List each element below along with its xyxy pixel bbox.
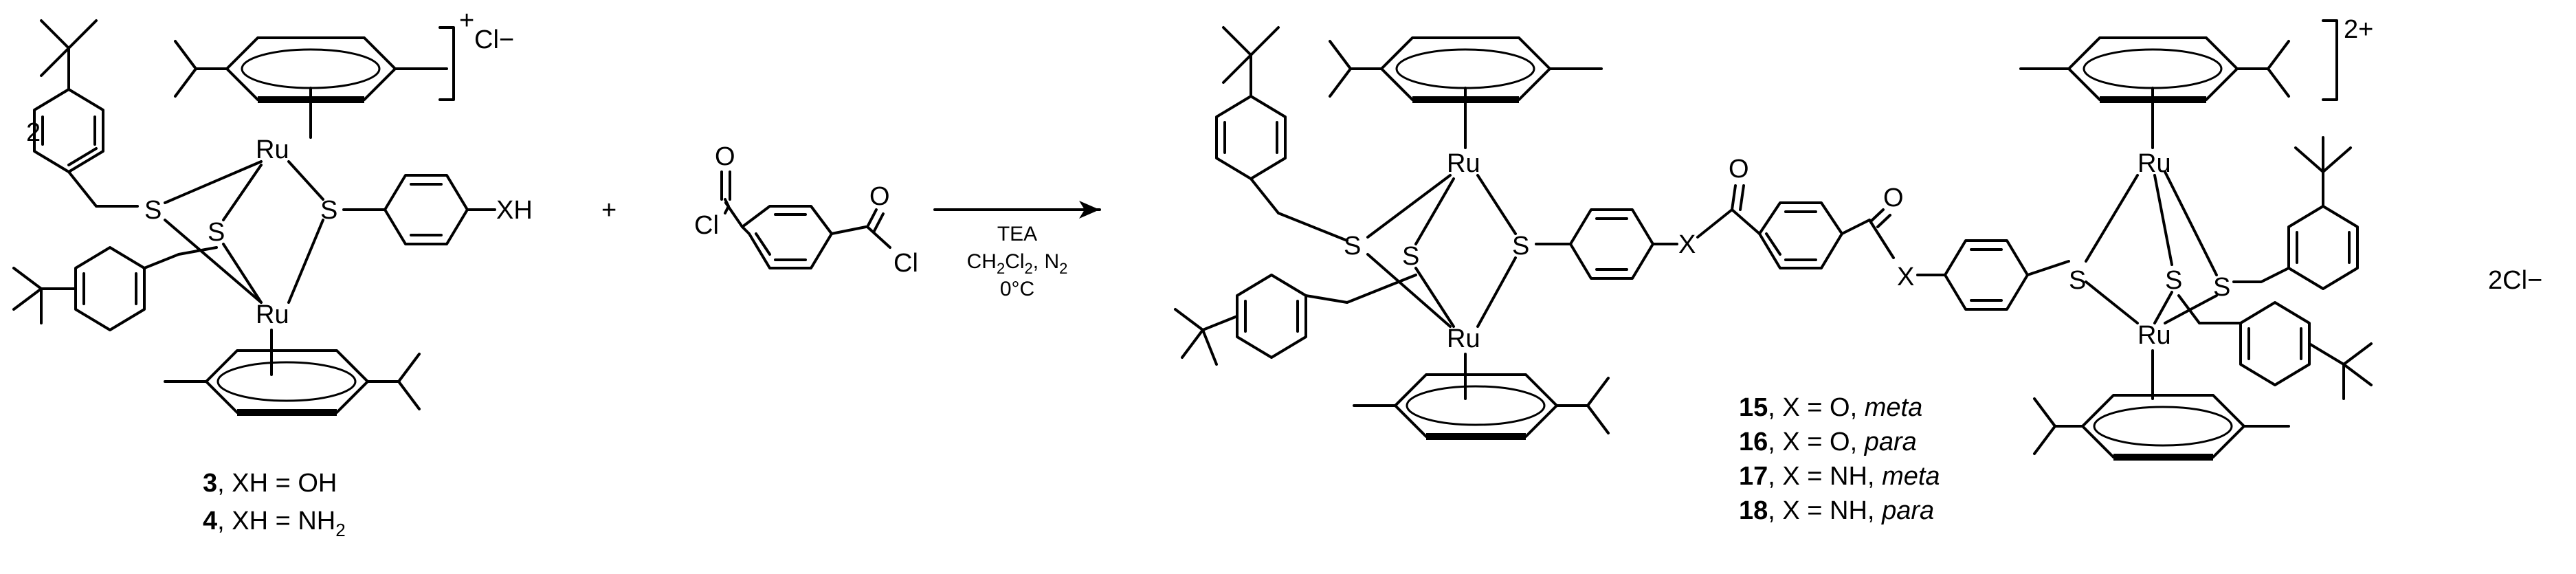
compound-label-16: 16, X = O, para <box>1739 428 1917 456</box>
acid-dichloride: O Cl O Cl <box>694 142 918 278</box>
linker-x-2: X <box>1897 263 1914 291</box>
aryl-xh <box>342 174 496 245</box>
product-s-4: S <box>2069 266 2086 295</box>
chlorine-2: Cl <box>893 249 918 278</box>
product-s-2: S <box>1402 242 1419 271</box>
product-left-half: Ru Ru S S S X O <box>1174 26 1749 440</box>
tbu-benzyl-top <box>33 19 139 208</box>
s-left: S <box>144 196 162 225</box>
stoichiometric-coefficient: 2 <box>26 118 41 147</box>
compound-label-15: 15, X = O, meta <box>1739 393 1922 422</box>
product-counterion: 2Cl− <box>2488 266 2542 295</box>
bracket <box>438 26 455 101</box>
product-s-1: S <box>1344 232 1361 261</box>
product-complex: Ru Ru S S S X O <box>1174 15 2542 525</box>
reaction-arrow <box>933 201 1101 219</box>
compound-label-18: 18, X = NH, para <box>1739 496 1934 525</box>
condition-solvent: CH2Cl2, N2 <box>967 250 1068 277</box>
oxygen-2: O <box>869 182 890 211</box>
compound-label-4: 4, XH = NH2 <box>203 507 346 540</box>
ru-top: Ru <box>256 135 289 164</box>
linker-x-1: X <box>1678 230 1696 259</box>
tbu-benzyl-bottom <box>12 246 218 331</box>
product-s-3: S <box>1512 232 1529 261</box>
chlorine-1: Cl <box>694 211 719 240</box>
ru-bottom: Ru <box>256 300 289 329</box>
product-s-5: S <box>2165 266 2182 295</box>
top-arene <box>174 36 448 139</box>
condition-temperature: 0°C <box>1000 278 1034 300</box>
product-central-ring: O X <box>1731 184 1914 291</box>
carbonyl-o-1: O <box>1729 155 1749 184</box>
cation-charge: + <box>459 6 474 35</box>
product-ru-1: Ru <box>1447 149 1480 178</box>
product-ru-4: Ru <box>2138 321 2171 350</box>
condition-base: TEA <box>997 223 1037 245</box>
compound-label-3: 3, XH = OH <box>203 469 337 498</box>
product-ru-2: Ru <box>1447 324 1480 353</box>
s-middle: S <box>208 218 225 247</box>
counterion: Cl− <box>474 25 514 54</box>
xh-group: XH <box>496 196 533 225</box>
product-right-half: S 2+ Ru Ru S S <box>1916 15 2373 461</box>
carbonyl-o-2: O <box>1883 184 1904 212</box>
compound-label-17: 17, X = NH, meta <box>1739 462 1940 491</box>
oxygen-1: O <box>715 142 735 171</box>
product-charge: 2+ <box>2344 15 2373 44</box>
ru2s3-core: Ru Ru S S S <box>144 135 337 329</box>
plus-sign: + <box>601 196 617 225</box>
bottom-arene <box>164 329 421 416</box>
reactant-complex: + Cl− 2 Ru Ru S S S XH <box>12 6 533 540</box>
